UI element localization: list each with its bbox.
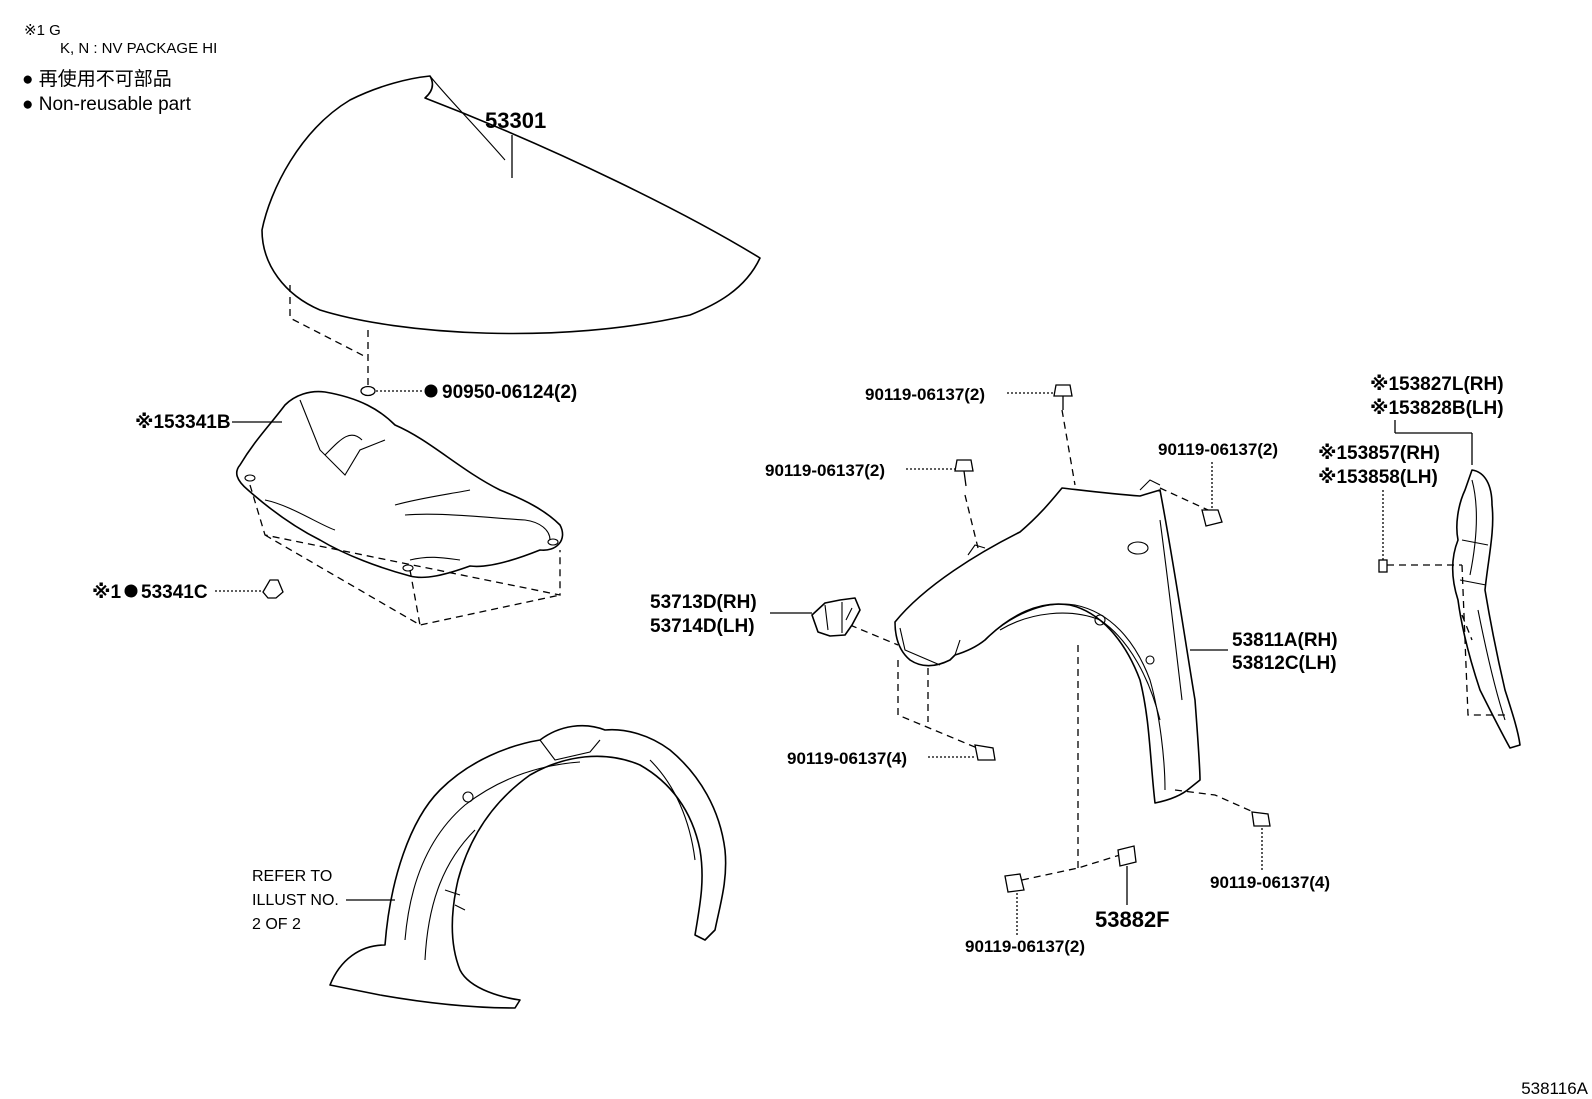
fender-liner-illustration [329, 724, 727, 1009]
fender-lh-label: 53812C(LH) [1232, 653, 1337, 674]
bolt-top-label: 90119-06137(2) [865, 385, 985, 404]
fender-seal-illustration [1451, 469, 1521, 749]
bolt-icon [1053, 384, 1073, 410]
seal-upper-rh-label: ※153827L(RH) [1370, 374, 1504, 395]
seal-rh-label: ※153857(RH) [1318, 443, 1440, 464]
hood-plug-icon [360, 385, 376, 397]
seal-upper-lh-label: ※153828B(LH) [1370, 398, 1504, 419]
insulator-clip-icon [262, 579, 284, 599]
legend-en: ● Non-reusable part [22, 93, 191, 117]
legend-jp: ● 再使用不可部品 [22, 68, 172, 92]
fender-top-mount-line [1061, 409, 1076, 486]
hood-illustration [261, 75, 761, 335]
bolt-icon [954, 459, 974, 487]
bolt-left-label: 90119-06137(2) [765, 461, 885, 480]
hood-insulator-illustration [235, 390, 564, 579]
seal-clip-icon [1378, 559, 1388, 573]
bolt-lower-label: 90119-06137(4) [787, 749, 907, 768]
filled-circle-icon: ● [22, 94, 34, 115]
fender-lower-mount-lines [897, 660, 983, 751]
insulator-clip-label: 53341C [141, 582, 208, 603]
fender-illustration [894, 479, 1201, 804]
non-reusable-icon [124, 584, 138, 598]
hood-label: 53301 [485, 108, 546, 133]
bolt-icon [974, 744, 996, 761]
clip-mark-label: ※1 [92, 582, 121, 603]
legend-en-label: Non-reusable part [38, 94, 191, 115]
bracket-mount-line [849, 624, 899, 646]
bolt-right-label: 90119-06137(2) [1158, 440, 1278, 459]
fender-left-mount-line [964, 494, 979, 549]
refer-line3: 2 OF 2 [252, 916, 301, 933]
filled-circle-icon: ● [22, 69, 34, 90]
fender-pad-icon [1117, 845, 1137, 867]
hood-insulator-label: ※153341B [135, 412, 231, 433]
note-condition: ※1 G [24, 22, 61, 39]
hood-mount-lines [289, 285, 369, 385]
legend-jp-label: 再使用不可部品 [38, 69, 172, 90]
refer-line2: ILLUST NO. [252, 892, 339, 909]
bolt-rear-label: 90119-06137(4) [1210, 873, 1330, 892]
fender-right-mount-line [1159, 487, 1209, 511]
bolt-bottom-label: 90119-06137(2) [965, 937, 1085, 956]
seal-lh-label: ※153858(LH) [1318, 467, 1438, 488]
non-reusable-icon [424, 384, 438, 398]
fender-rh-label: 53811A(RH) [1232, 630, 1338, 651]
insulator-mount-lines [249, 484, 561, 626]
bolt-icon [1251, 811, 1271, 827]
note-package: K, N : NV PACKAGE HI [60, 40, 218, 57]
bolt-icon [1004, 873, 1025, 893]
diagram-id: 538116A [1521, 1079, 1588, 1098]
bracket-lh-label: 53714D(LH) [650, 616, 755, 637]
fender-pad-label: 53882F [1095, 907, 1170, 932]
refer-line1: REFER TO [252, 868, 332, 885]
seal-mount-lines [1387, 564, 1505, 716]
fender-bracket-illustration [811, 597, 861, 637]
bracket-rh-label: 53713D(RH) [650, 592, 757, 613]
bolt-icon [1201, 509, 1223, 527]
fender-rear-mount-line [1174, 789, 1261, 816]
fender-bottom-mount-lines [1021, 645, 1121, 881]
hood-plug-label: 90950-06124(2) [442, 382, 577, 403]
